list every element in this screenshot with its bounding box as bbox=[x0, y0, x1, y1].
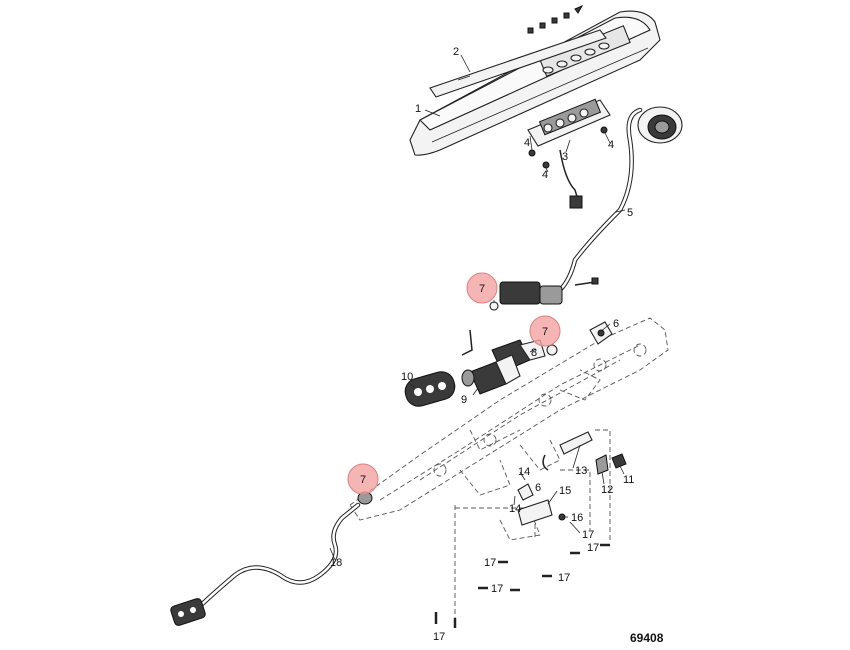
callout-17-d: 17 bbox=[558, 572, 570, 584]
callout-labels: 1 2 3 4 4 4 5 6 6 7 7 7 8 9 10 11 12 13 … bbox=[330, 46, 634, 643]
callout-4-left: 4 bbox=[524, 137, 530, 149]
part-9-valve bbox=[461, 354, 521, 395]
part-4-screws bbox=[528, 126, 608, 169]
callout-17-c: 17 bbox=[484, 557, 496, 569]
cover-symbol-icons bbox=[527, 4, 584, 34]
callout-6-lower: 6 bbox=[535, 482, 541, 494]
callout-7-lower: 7 bbox=[360, 474, 366, 486]
part-13-lever bbox=[542, 431, 593, 471]
callout-17-e: 17 bbox=[491, 583, 503, 595]
callout-14-upper: 14 bbox=[518, 466, 530, 478]
callout-4-lower: 4 bbox=[542, 169, 548, 181]
callout-3: 3 bbox=[562, 151, 568, 163]
callout-2: 2 bbox=[453, 46, 459, 58]
callout-12: 12 bbox=[601, 484, 613, 496]
callout-17-a: 17 bbox=[582, 529, 594, 541]
highlight-7-middle bbox=[529, 315, 561, 347]
part-7-seal-middle bbox=[546, 344, 558, 356]
part-18-cable bbox=[170, 502, 361, 626]
part-10-gasket bbox=[404, 371, 456, 407]
callout-17-f: 17 bbox=[433, 631, 445, 643]
part-5-harness bbox=[499, 106, 683, 305]
part-12-clip bbox=[595, 454, 609, 475]
part-11-clip bbox=[611, 453, 627, 469]
callout-7-middle: 7 bbox=[542, 326, 548, 338]
callout-18: 18 bbox=[330, 557, 342, 569]
part-7-seal-upper bbox=[489, 301, 499, 311]
callout-13: 13 bbox=[575, 465, 587, 477]
callout-1: 1 bbox=[415, 103, 421, 115]
figure-number: 69408 bbox=[630, 631, 664, 645]
callout-7-upper: 7 bbox=[479, 283, 485, 295]
callout-10: 10 bbox=[401, 371, 413, 383]
part-1-top-cover bbox=[409, 4, 661, 156]
callout-15: 15 bbox=[559, 485, 571, 497]
part-6-bracket-upper bbox=[589, 321, 613, 345]
alignment-lines bbox=[454, 429, 611, 625]
callout-8: 8 bbox=[531, 347, 537, 359]
callout-6-upper: 6 bbox=[613, 318, 619, 330]
callout-5: 5 bbox=[627, 207, 633, 219]
switch-harness-connector bbox=[569, 195, 583, 209]
highlight-7-lower bbox=[347, 463, 379, 495]
part-6-bracket-lower bbox=[517, 483, 534, 501]
callout-4-right: 4 bbox=[608, 139, 614, 151]
part-2-decal bbox=[429, 29, 607, 98]
callout-14-lower: 14 bbox=[509, 503, 521, 515]
highlight-7-upper bbox=[466, 272, 498, 304]
leader-lines bbox=[329, 54, 626, 561]
cover-button-holes bbox=[542, 42, 610, 74]
main-control-housing bbox=[349, 317, 669, 541]
part-3-switch-panel bbox=[527, 98, 611, 147]
callout-16: 16 bbox=[571, 512, 583, 524]
callout-17-b: 17 bbox=[587, 542, 599, 554]
callout-11: 11 bbox=[623, 474, 634, 486]
part-17-bolts bbox=[434, 543, 610, 628]
part-15-bracket bbox=[517, 499, 553, 526]
callout-9: 9 bbox=[461, 394, 467, 406]
